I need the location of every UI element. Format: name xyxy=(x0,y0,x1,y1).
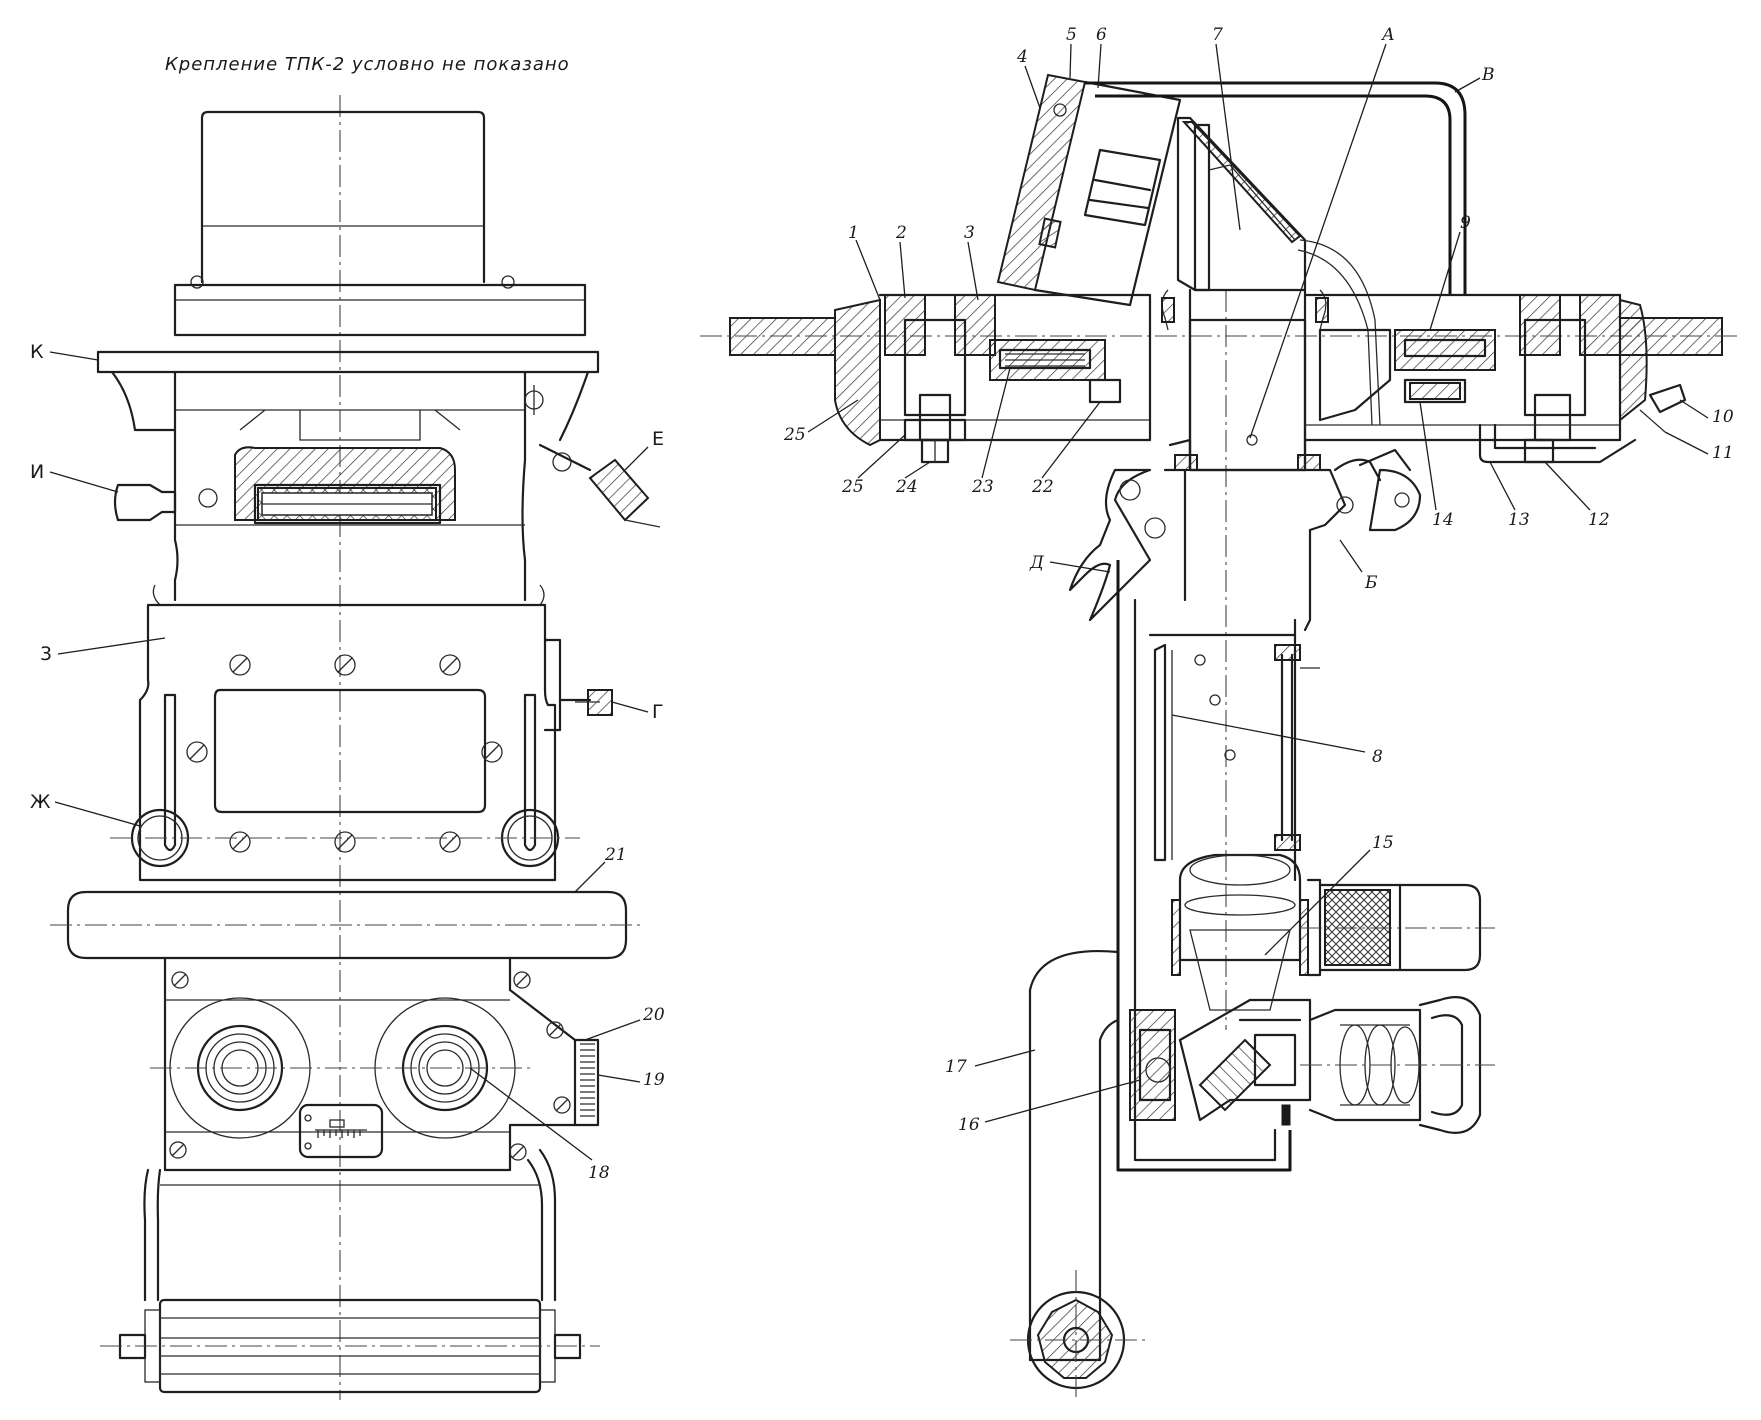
label-18: 18 xyxy=(588,1163,610,1183)
label-16: 16 xyxy=(958,1115,980,1135)
section-labels: 4 5 6 7 А В 1 2 3 9 25 25 24 23 xyxy=(783,25,1734,1135)
label-D: Д xyxy=(1029,553,1045,573)
front-plate-3 xyxy=(110,603,613,882)
front-lower-frame xyxy=(100,1148,600,1394)
label-3-section: 3 xyxy=(964,223,975,243)
label-3: 3 xyxy=(40,643,52,665)
label-B: Б xyxy=(1364,573,1378,593)
label-1: 1 xyxy=(848,223,859,243)
label-15: 15 xyxy=(1372,833,1394,853)
front-labels: К И Е 3 Г Ж 21 20 19 18 xyxy=(30,341,665,1183)
front-upper-body xyxy=(113,370,661,606)
label-25-lower: 25 xyxy=(841,477,864,497)
tilted-head xyxy=(996,73,1182,307)
right-housing xyxy=(1303,293,1687,464)
right-arm-B xyxy=(1303,448,1422,532)
front-view: К И Е 3 Г Ж 21 20 19 18 xyxy=(30,95,665,1400)
label-6: 6 xyxy=(1096,25,1107,45)
label-ZH: Ж xyxy=(30,791,51,813)
label-13: 13 xyxy=(1508,510,1530,530)
label-21: 21 xyxy=(604,845,627,865)
handle-bar-21 xyxy=(50,890,640,960)
label-4: 4 xyxy=(1016,47,1028,67)
label-24: 24 xyxy=(895,477,918,497)
label-9: 9 xyxy=(1460,213,1471,233)
label-19: 19 xyxy=(643,1070,665,1090)
label-8: 8 xyxy=(1372,747,1383,767)
central-block xyxy=(1161,288,1329,472)
left-housing xyxy=(834,293,1152,464)
front-head-box xyxy=(173,110,587,337)
label-11: 11 xyxy=(1712,443,1734,463)
section-view: 4 5 6 7 А В 1 2 3 9 25 25 24 23 xyxy=(700,25,1740,1400)
label-I: И xyxy=(30,461,44,483)
label-22: 22 xyxy=(1031,477,1054,497)
front-lower-body xyxy=(150,956,600,1172)
lower-handle-17 xyxy=(1010,950,1145,1400)
lever-D xyxy=(1068,438,1192,622)
label-5: 5 xyxy=(1066,25,1077,45)
label-25-upper: 25 xyxy=(783,425,806,445)
main-tube xyxy=(1116,518,1320,1172)
lower-eyepiece-cluster xyxy=(1129,996,1495,1134)
label-G: Г xyxy=(652,701,664,723)
label-14: 14 xyxy=(1432,510,1454,530)
top-mount-plate xyxy=(96,350,600,442)
label-V: В xyxy=(1481,65,1495,85)
label-10: 10 xyxy=(1712,407,1734,427)
label-K: К xyxy=(30,341,44,363)
plate-screws xyxy=(186,654,503,853)
label-17: 17 xyxy=(945,1057,967,1077)
label-2: 2 xyxy=(895,223,907,243)
label-20: 20 xyxy=(642,1005,665,1025)
objective-lens xyxy=(1171,853,1495,1011)
label-12: 12 xyxy=(1588,510,1610,530)
label-7: 7 xyxy=(1212,25,1223,45)
label-A: А xyxy=(1381,25,1395,45)
drawing-caption: Крепление ТПК-2 условно не показано xyxy=(165,54,570,75)
label-23: 23 xyxy=(971,477,994,497)
label-E: Е xyxy=(652,428,664,450)
